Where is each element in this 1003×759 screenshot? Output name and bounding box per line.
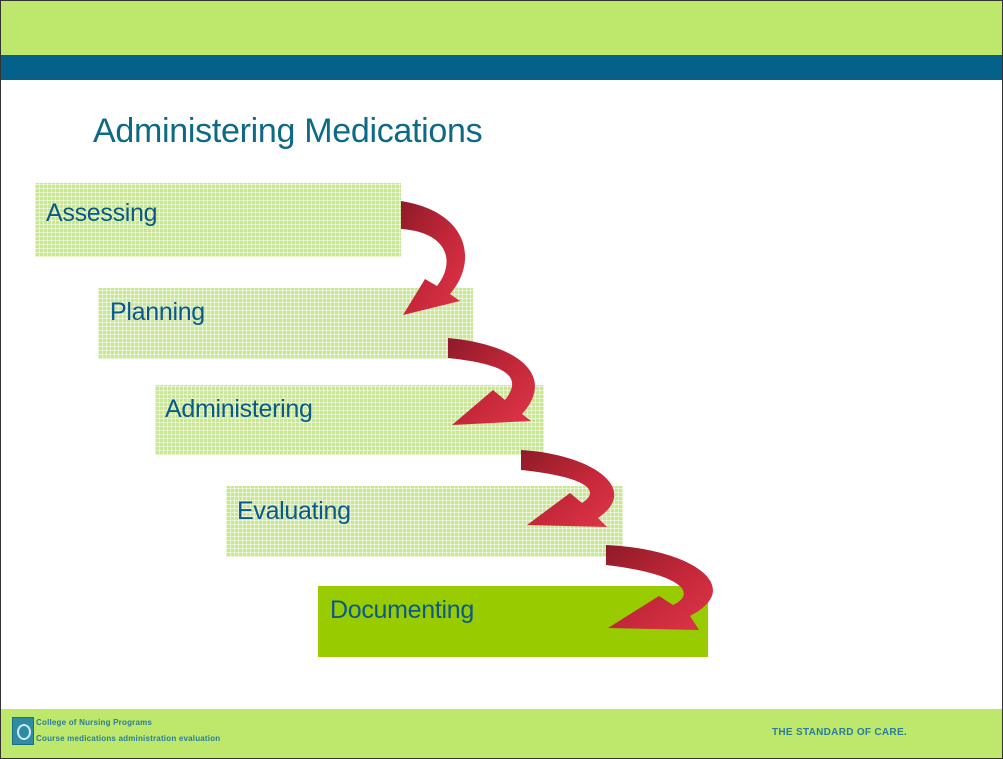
arrow-assessing-to-planning <box>401 201 466 315</box>
college-logo-icon <box>12 717 34 745</box>
header-stripe <box>1 55 1002 80</box>
arrow-planning-to-administering <box>448 338 535 425</box>
arrow-administering-to-evaluating <box>521 450 615 527</box>
arrow-evaluating-to-documenting <box>606 545 713 630</box>
step-label-assessing: Assessing <box>46 199 158 227</box>
slide-title: Administering Medications <box>93 112 483 150</box>
step-box-planning <box>98 288 473 359</box>
footer-institution: College of Nursing Programs <box>36 718 153 727</box>
step-label-evaluating: Evaluating <box>237 497 351 525</box>
step-box-evaluating <box>226 486 623 557</box>
footer-tagline: THE STANDARD OF CARE. <box>772 727 908 738</box>
footer-band <box>1 709 1002 758</box>
top-band <box>1 1 1002 55</box>
step-label-administering: Administering <box>165 395 313 423</box>
step-label-planning: Planning <box>110 298 205 326</box>
step-label-documenting: Documenting <box>330 596 475 624</box>
step-box-assessing <box>35 183 401 257</box>
footer-department: Course medications administration evalua… <box>36 734 221 743</box>
